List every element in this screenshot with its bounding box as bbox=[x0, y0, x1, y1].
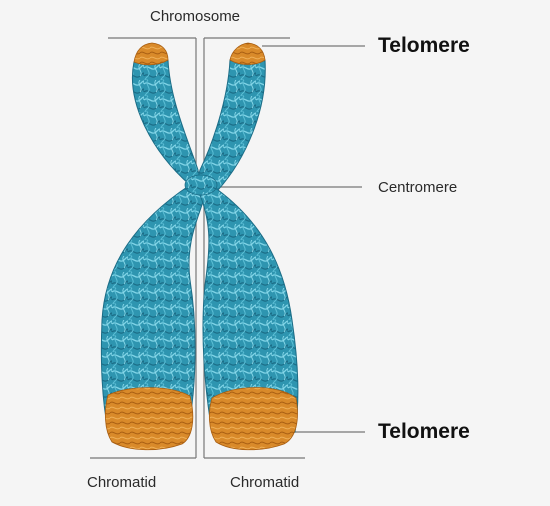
chromosome-label: Chromosome bbox=[150, 8, 241, 25]
right-chromatid bbox=[197, 42, 299, 451]
right-chromatid-body bbox=[197, 52, 299, 440]
leader-lines bbox=[90, 37, 365, 459]
chromatid-right-label: Chromatid bbox=[230, 474, 300, 491]
left-bottom-telomere bbox=[104, 387, 194, 451]
right-bottom-telomere bbox=[208, 387, 298, 451]
chromatid-left-label: Chromatid bbox=[87, 474, 157, 491]
telomere-top-label: Telomere bbox=[378, 34, 470, 57]
centromere-label: Centromere bbox=[378, 179, 458, 196]
left-top-telomere bbox=[133, 42, 169, 66]
right-top-telomere bbox=[229, 42, 266, 65]
centromere-knot bbox=[184, 174, 218, 196]
left-chromatid bbox=[100, 42, 206, 451]
telomere-bottom-label: Telomere bbox=[378, 420, 470, 443]
left-chromatid-body bbox=[100, 53, 206, 438]
